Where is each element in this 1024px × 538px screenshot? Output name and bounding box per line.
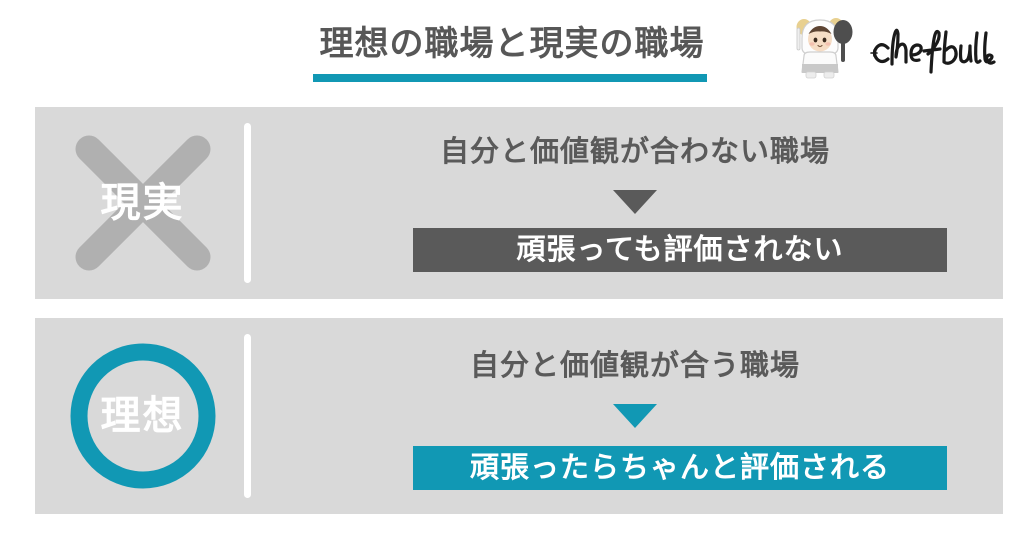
reality-banner: 頑張っても評価されない — [413, 228, 947, 272]
reality-content: 自分と価値観が合わない職場 頑張っても評価されない — [267, 107, 1003, 299]
ideal-divider — [244, 334, 251, 498]
ideal-heading: 自分と価値観が合う職場 — [469, 350, 800, 382]
reality-banner-text: 頑張っても評価されない — [516, 233, 844, 266]
ideal-banner-text: 頑張ったらちゃんと評価される — [469, 451, 890, 484]
reality-panel: 現実 自分と価値観が合わない職場 頑張っても評価されない — [35, 107, 1003, 299]
ideal-badge: 理想 — [35, 318, 250, 514]
title-underline-accent — [313, 74, 707, 82]
reality-badge-label: 現実 — [100, 181, 185, 225]
reality-heading: 自分と価値観が合わない職場 — [439, 136, 830, 168]
chefbull-wordmark-icon — [870, 28, 996, 74]
ideal-down-arrow-icon — [613, 404, 657, 428]
ideal-content: 自分と価値観が合う職場 頑張ったらちゃんと評価される — [267, 318, 1003, 514]
reality-down-arrow-icon — [613, 190, 657, 214]
brand-logo[interactable] — [786, 14, 998, 86]
ideal-banner: 頑張ったらちゃんと評価される — [413, 446, 947, 490]
chefbull-mascot-icon — [796, 18, 853, 79]
reality-divider — [244, 123, 251, 283]
page-header: 理想の職場と現実の職場 — [0, 0, 1024, 100]
page-title: 理想の職場と現実の職場 — [319, 25, 705, 63]
ideal-panel: 理想 自分と価値観が合う職場 頑張ったらちゃんと評価される — [35, 318, 1003, 514]
reality-badge: 現実 — [35, 107, 250, 299]
cross-mark-icon — [75, 135, 210, 271]
circle-mark-icon — [70, 343, 215, 489]
ideal-badge-label: 理想 — [100, 394, 185, 438]
